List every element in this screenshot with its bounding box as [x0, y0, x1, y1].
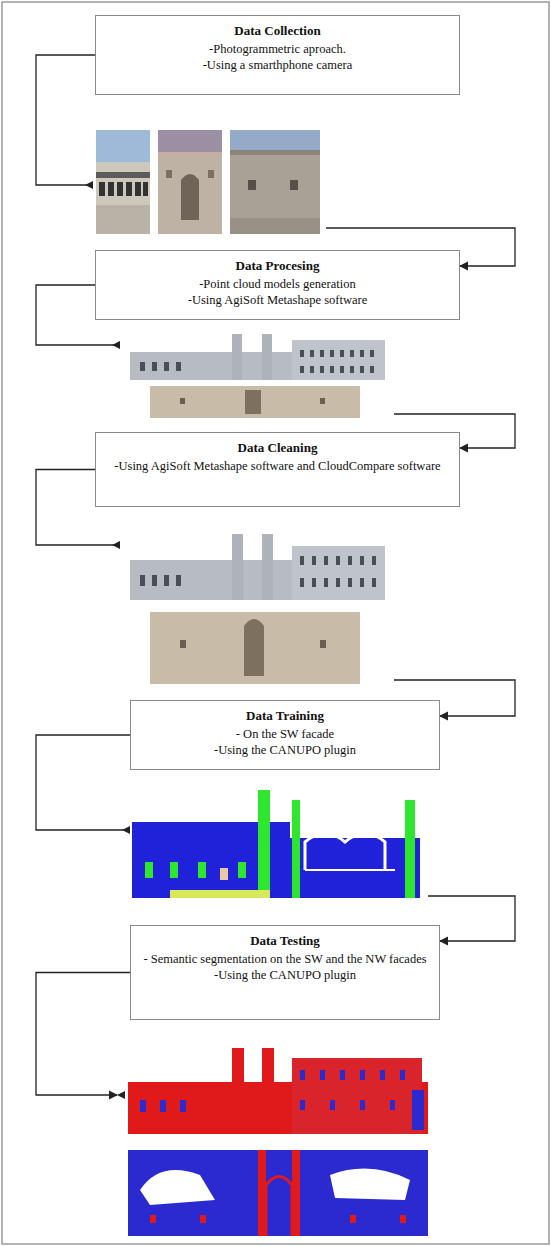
step-heading: Data Testing	[141, 932, 429, 950]
step-heading: Data Cleaning	[106, 439, 449, 457]
process-box: Data Collection-Photogrammetric aproach.…	[95, 15, 460, 95]
process-box: Data Training- On the SW facade-Using th…	[130, 700, 440, 770]
step-detail: -Using the CANUPO plugin	[141, 742, 429, 759]
photo-row	[85, 118, 326, 238]
step-detail: -Using a smarthphone camera	[106, 57, 449, 74]
process-box: Data Procesing-Point cloud models genera…	[95, 250, 460, 320]
step-detail: -Photogrammetric aproach.	[106, 41, 449, 58]
step-detail: -Using the CANUPO plugin	[141, 967, 429, 984]
step-detail: -Point cloud models generation	[106, 276, 449, 293]
step-detail: - Semantic segmentation on the SW and th…	[141, 951, 429, 968]
point-cloud-model	[112, 328, 394, 422]
step-heading: Data Training	[141, 707, 429, 725]
leader-line	[36, 973, 130, 1096]
process-box: Data Cleaning-Using AgiSoft Metashape so…	[95, 432, 460, 507]
step-detail: -Using AgiSoft Metashape software	[106, 292, 449, 309]
cleaned-model	[112, 520, 394, 692]
testing-segmentation	[117, 1040, 434, 1242]
step-heading: Data Procesing	[106, 257, 449, 275]
process-box: Data Testing- Semantic segmentation on t…	[130, 925, 440, 1020]
step-detail: - On the SW facade	[141, 726, 429, 743]
step-detail: -Using AgiSoft Metashape software and Cl…	[106, 458, 449, 475]
training-segmentation	[122, 785, 428, 907]
step-heading: Data Collection	[106, 22, 449, 40]
